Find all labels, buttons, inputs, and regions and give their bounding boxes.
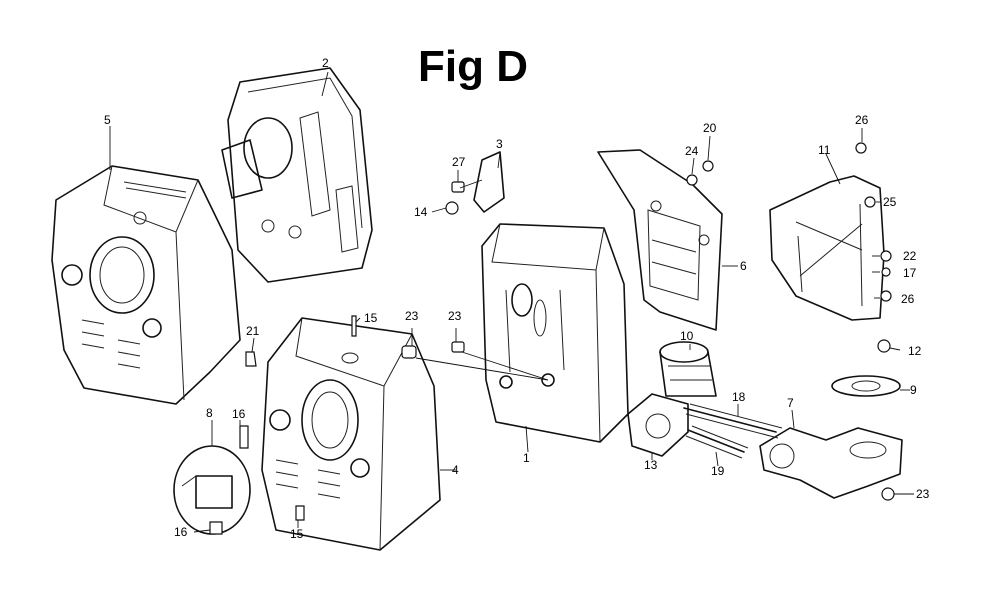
callout-15b: 15 bbox=[290, 527, 304, 541]
callout-23b: 23 bbox=[448, 309, 462, 323]
part-11-exhaust-cover bbox=[769, 175, 885, 321]
callout-1: 1 bbox=[523, 451, 530, 465]
callout-16b: 16 bbox=[174, 525, 188, 539]
callout-26b: 26 bbox=[901, 292, 915, 306]
callout-23a: 23 bbox=[405, 309, 419, 323]
callout-22: 22 bbox=[903, 249, 917, 263]
callout-9: 9 bbox=[910, 383, 917, 397]
callout-16a: 16 bbox=[232, 407, 246, 421]
callout-20: 20 bbox=[703, 121, 717, 135]
callout-17: 17 bbox=[903, 266, 917, 280]
part-13-gasket-plate bbox=[627, 393, 689, 457]
callout-23c: 23 bbox=[916, 487, 930, 501]
callout-21: 21 bbox=[246, 324, 260, 338]
part-9-gasket bbox=[831, 375, 901, 397]
callout-11: 11 bbox=[818, 143, 831, 157]
callout-10: 10 bbox=[680, 329, 694, 343]
part-19-stud-bolt bbox=[685, 425, 749, 459]
part-7-exhaust-pipe bbox=[759, 427, 903, 499]
part-6-shield bbox=[597, 149, 723, 331]
callout-12: 12 bbox=[908, 344, 922, 358]
part-8-exhaust-deflector bbox=[173, 445, 251, 535]
part-5-muffler-protector-outer bbox=[51, 165, 241, 405]
part-4-muffler-protector-inner bbox=[261, 317, 441, 551]
part-10-spark-arrester bbox=[659, 341, 717, 397]
hardware-fasteners bbox=[209, 142, 895, 535]
callout-7: 7 bbox=[787, 396, 794, 410]
leader-lines bbox=[109, 71, 914, 533]
callout-24: 24 bbox=[685, 144, 699, 158]
part-2-muffler-rear-shell bbox=[221, 67, 373, 283]
callout-13: 13 bbox=[644, 458, 658, 472]
part-1-muffler bbox=[481, 223, 629, 443]
callout-4: 4 bbox=[452, 463, 459, 477]
callout-26a: 26 bbox=[855, 113, 869, 127]
callout-5: 5 bbox=[104, 113, 111, 127]
callout-19: 19 bbox=[711, 464, 725, 478]
callout-18: 18 bbox=[732, 390, 746, 404]
part-18-stud-bolt bbox=[683, 403, 783, 439]
callout-14: 14 bbox=[414, 205, 428, 219]
figure-title: Fig D bbox=[418, 42, 528, 91]
callout-15a: 15 bbox=[364, 311, 378, 325]
callout-3: 3 bbox=[496, 137, 503, 151]
callout-25: 25 bbox=[883, 195, 897, 209]
callout-6: 6 bbox=[740, 259, 747, 273]
callout-8: 8 bbox=[206, 406, 213, 420]
callout-27: 27 bbox=[452, 155, 466, 169]
part-3-bracket bbox=[473, 151, 505, 213]
callout-2: 2 bbox=[322, 56, 329, 70]
